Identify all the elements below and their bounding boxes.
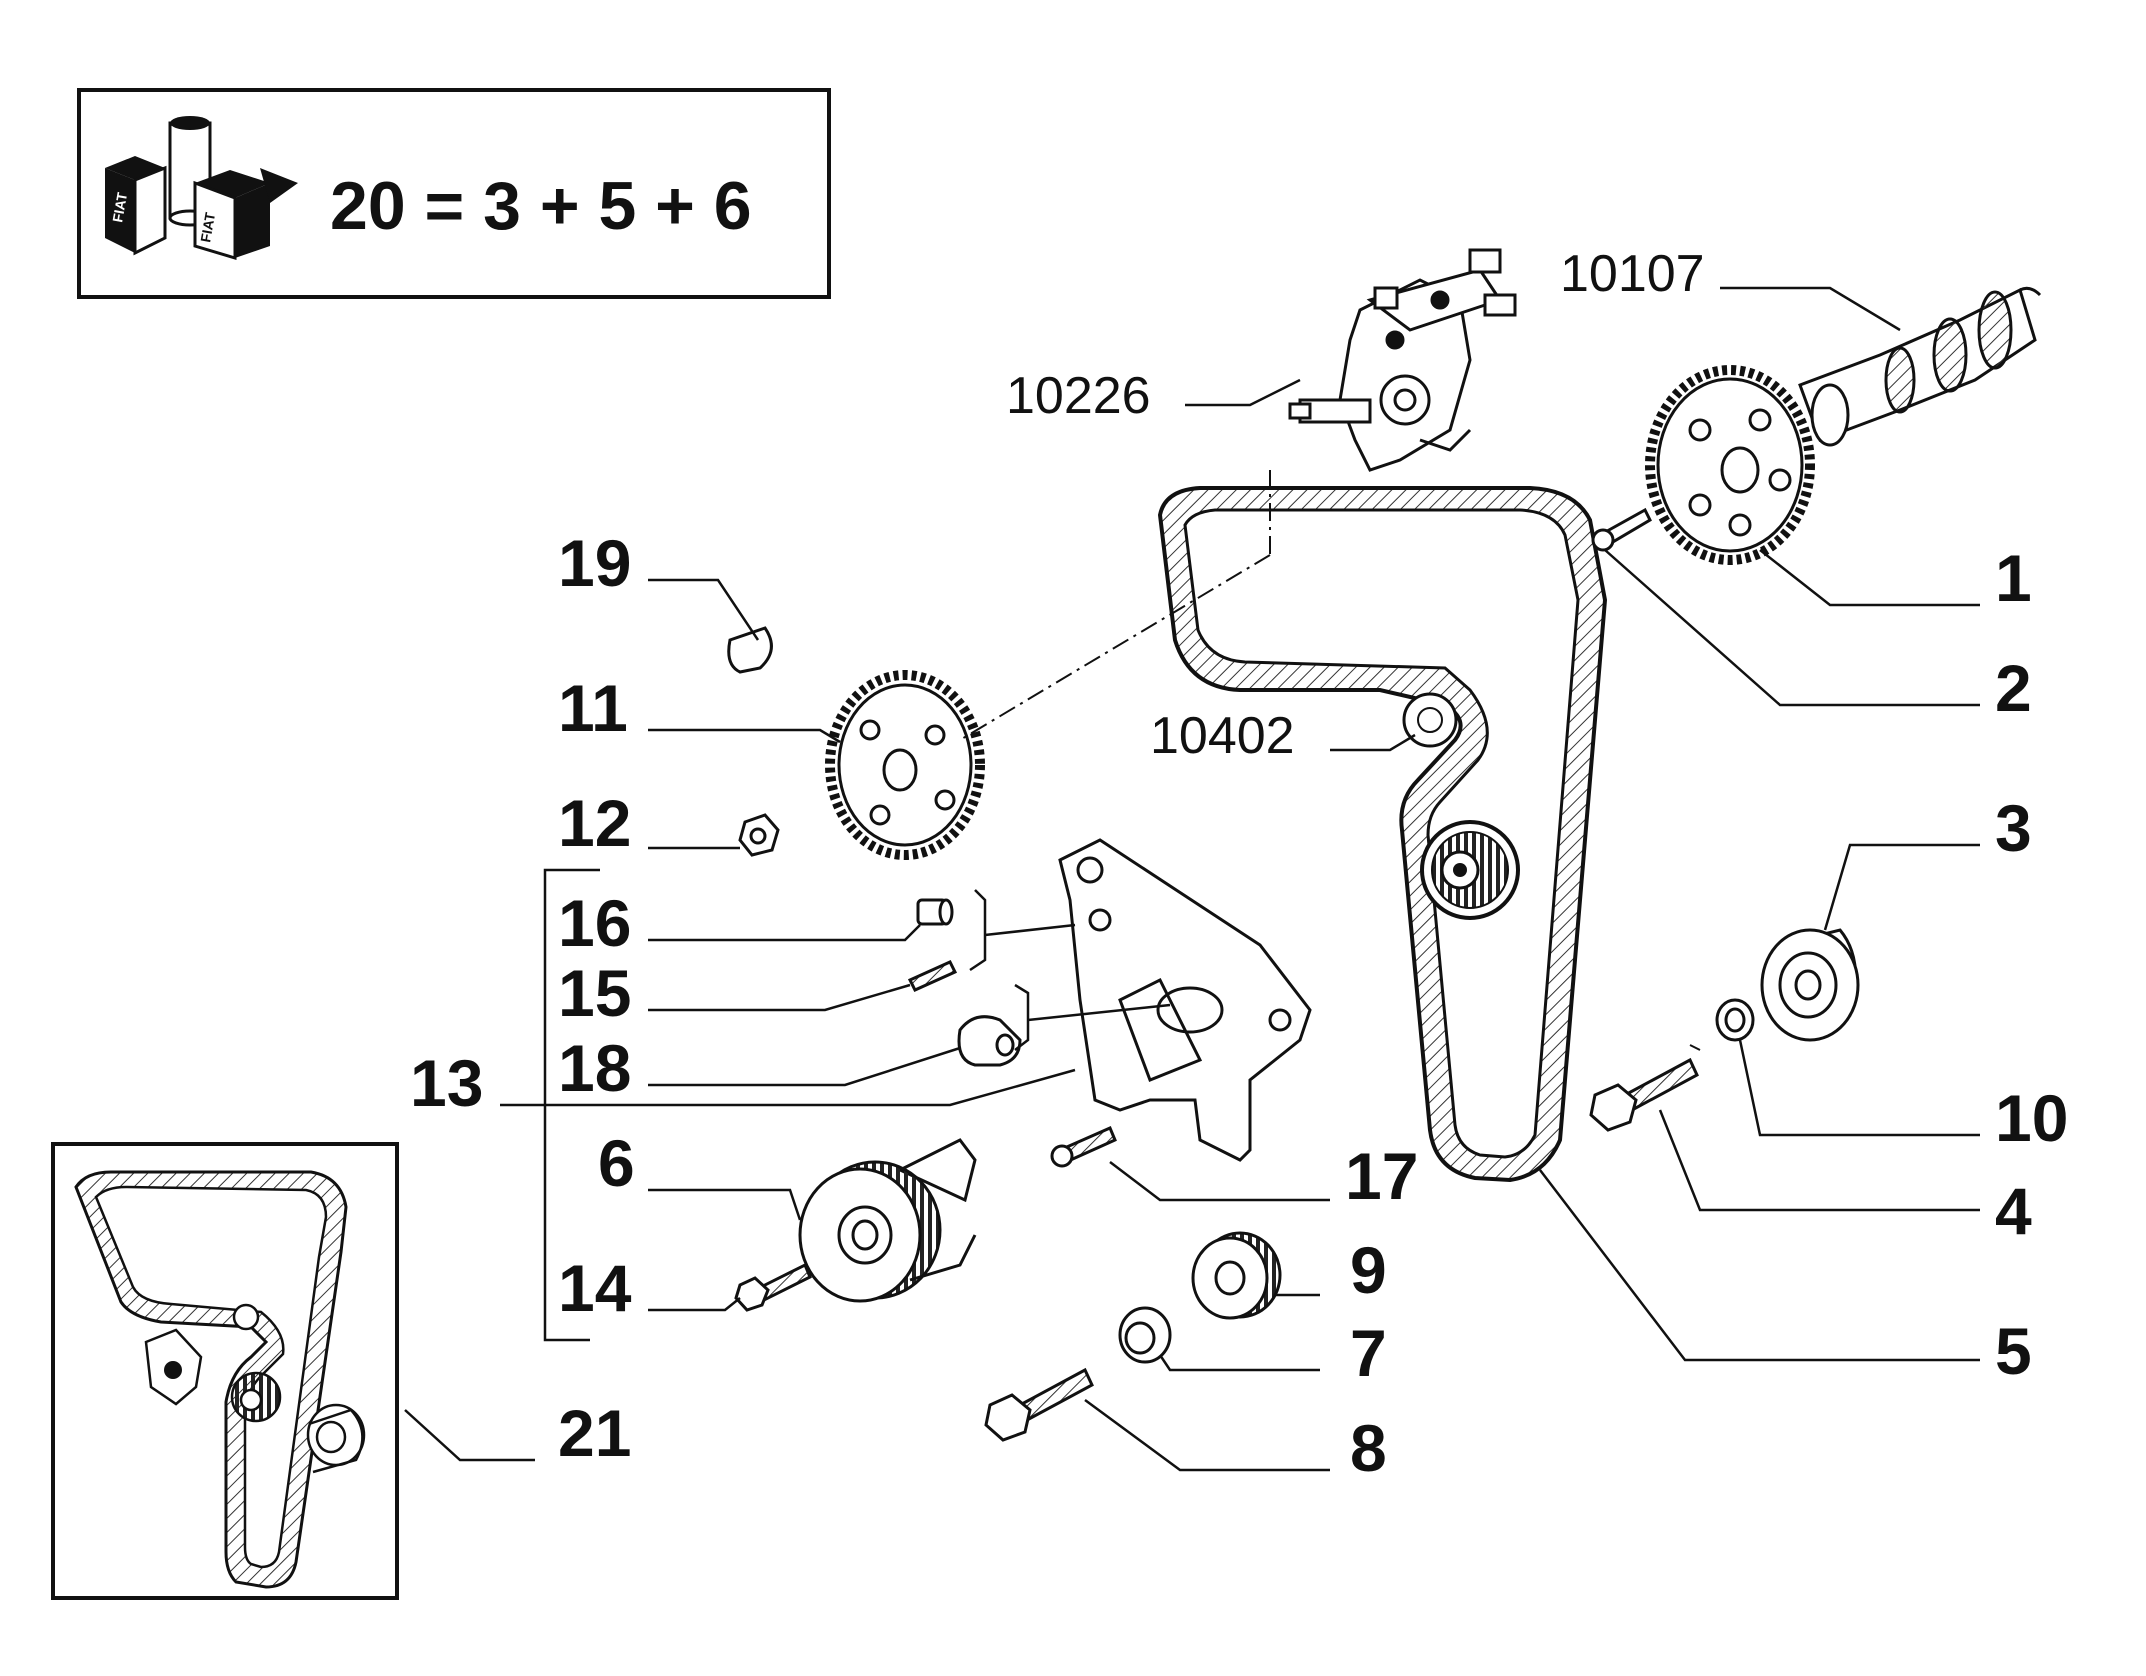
idler-pulley-9 [1191,1231,1282,1320]
spacer-7 [1118,1306,1172,1364]
injection-pump [1288,248,1517,472]
part-14-label: 14 [558,1251,632,1325]
part-15-label: 15 [558,956,632,1030]
tensioner-bracket [1058,838,1312,1162]
timing-belt [1157,486,1608,1183]
stud-15 [907,960,958,992]
part-3-label: 3 [1995,791,2032,865]
pump-gear [825,670,985,860]
part-9-label: 9 [1350,1233,1387,1307]
axis-lines [959,470,1701,1051]
ref-10107-label: 10107 [1560,245,1705,303]
part-21-label: 21 [558,1396,632,1470]
ref-10226-label: 10226 [1006,367,1151,425]
part-17-label: 17 [1345,1139,1419,1213]
kit-equation: 20 = 3 + 5 + 6 [330,168,752,244]
part-11-label: 11 [558,671,628,745]
camshaft-gear [1645,365,1815,565]
part-18-label: 18 [558,1031,632,1105]
bush-16 [916,898,954,926]
woodruff-key [727,626,773,674]
washer-10 [1715,998,1755,1042]
part-8-label: 8 [1350,1411,1387,1485]
kit-boxes-icon: FIAT FIAT [100,108,300,268]
part-13-label: 13 [410,1046,484,1120]
inset-drawing [74,1170,366,1589]
bolt-4 [1589,1057,1699,1132]
leader-lines [404,286,1980,1472]
kit-box [77,88,831,299]
bolt-17 [1050,1126,1117,1168]
inset-box [51,1142,399,1600]
logo-text-left: FIAT [109,191,130,224]
nut-12 [738,813,780,857]
part-1-label: 1 [1995,541,2032,615]
part-2-label: 2 [1995,651,2032,725]
part-7-label: 7 [1350,1316,1387,1390]
part-6-label: 6 [598,1126,635,1200]
ref-10402-label: 10402 [1150,707,1295,765]
part-16-label: 16 [558,886,632,960]
part-19-label: 19 [558,526,632,600]
bolt-2 [1591,507,1652,552]
tensioner-pulley [798,1138,977,1303]
part-10-label: 10 [1995,1081,2069,1155]
plug-18 [957,1015,1022,1067]
bolt-8 [984,1367,1094,1442]
camshaft [1798,286,2042,447]
part-12-label: 12 [558,786,632,860]
part-5-label: 5 [1995,1314,2032,1388]
bolt-14 [734,1262,812,1312]
part-4-label: 4 [1995,1174,2032,1248]
logo-text-right: FIAT [197,211,218,244]
idler-3 [1760,928,1860,1042]
